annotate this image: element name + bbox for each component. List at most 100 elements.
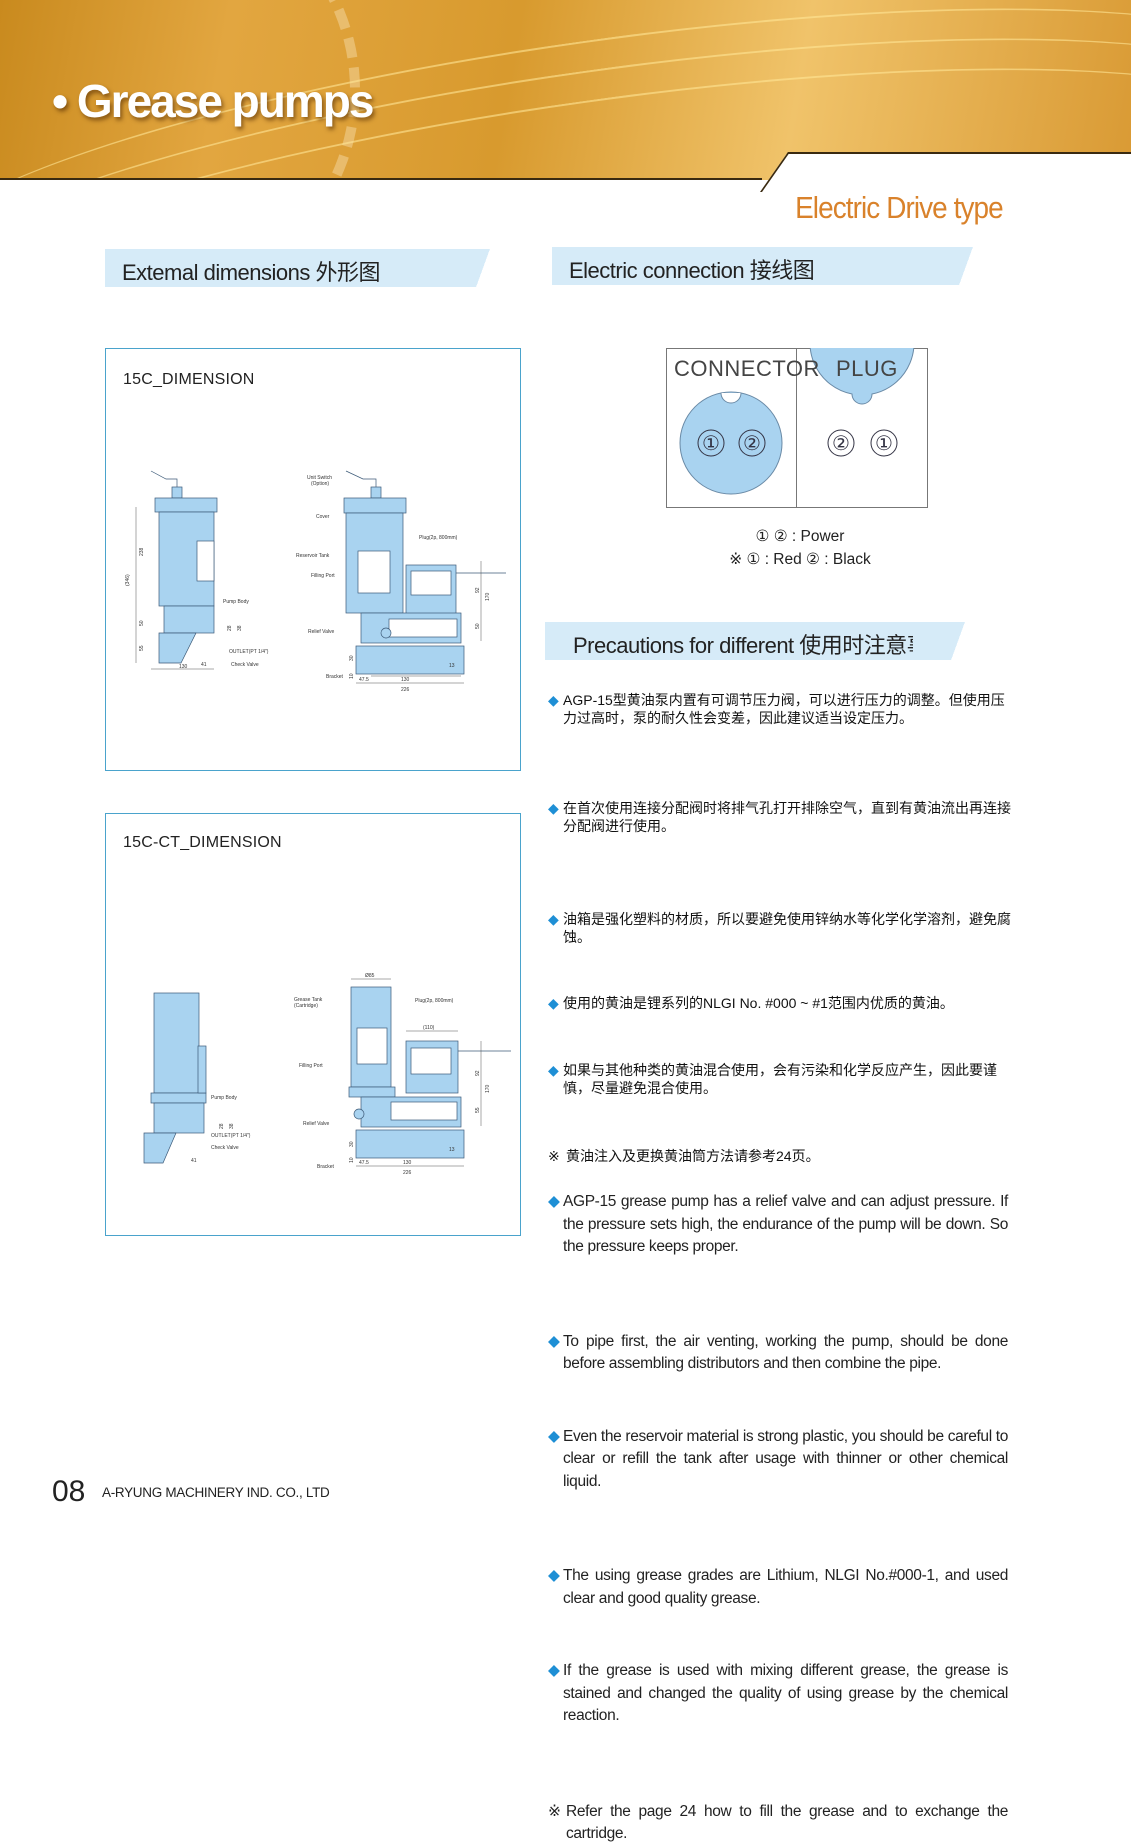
- callout-option: (Option): [311, 481, 329, 487]
- plug-face: [809, 348, 915, 405]
- section-connection: Electric connection 接线图: [552, 247, 1011, 285]
- callout-outlet: OUTLET(PT 1/4"): [229, 649, 269, 655]
- callout-filling-port: Filling Port: [299, 1063, 323, 1069]
- precaution-en-4: ◆The using grease grades are Lithium, NL…: [548, 1565, 1008, 1610]
- section-precautions: Precautions for different 使用时注意事项: [545, 622, 1003, 660]
- drawing-15c: 15C_DIMENSION: [105, 348, 521, 771]
- dim: 41: [201, 662, 207, 668]
- dim: 10: [349, 673, 355, 679]
- connector-divider: [796, 348, 797, 508]
- drawing-label: 15C-CT_DIMENSION: [123, 834, 282, 851]
- diamond-bullet-icon: ◆: [548, 1662, 560, 1679]
- note-mark-icon: ※: [548, 1148, 560, 1164]
- dim: 10: [349, 1157, 355, 1163]
- precaution-zh-2: ◆在首次使用连接分配阀时将排气孔打开排除空气，直到有黄油流出再连接分配阀进行使用…: [548, 799, 1018, 835]
- dim: 41: [191, 1158, 197, 1164]
- note-mark-icon: ※: [548, 1802, 561, 1820]
- dim: 28: [219, 1123, 225, 1129]
- precaution-text: 使用的黄油是锂系列的NLGI No. #000 ~ #1范围内优质的黄油。: [563, 995, 954, 1011]
- header-banner: [0, 0, 1131, 180]
- callout-reservoir-tank: Reservoir Tank: [296, 553, 330, 559]
- connection-legend-colors: ※ ① : Red ② : Black: [729, 551, 871, 568]
- diamond-bullet-icon: ◆: [548, 1427, 560, 1445]
- precaution-zh-3: ◆油箱是强化塑料的材质，所以要避免使用锌纳水等化学化学溶剂，避免腐蚀。: [548, 910, 1018, 946]
- callout-pump-body: Pump Body: [211, 1095, 237, 1101]
- dim: 13: [449, 1147, 455, 1153]
- page-number: 08: [52, 1475, 86, 1508]
- callout-check-valve: Check Valve: [231, 662, 259, 668]
- dim: 170: [485, 592, 491, 601]
- precaution-text: The using grease grades are Lithium, NLG…: [563, 1567, 1008, 1607]
- callout-bracket: Bracket: [317, 1164, 335, 1170]
- precaution-text: To pipe first, the air venting, working …: [563, 1332, 1008, 1373]
- note-text: Refer the page 24 how to fill the grease…: [566, 1802, 1008, 1843]
- callout-outlet: OUTLET(PT 1/4"): [211, 1133, 251, 1139]
- connection-legend-power: ① ② : Power: [755, 528, 845, 545]
- diamond-bullet-icon: ◆: [548, 1062, 559, 1078]
- section-connection-label: Electric connection 接线图: [569, 258, 815, 283]
- banner-notch: [760, 152, 1131, 192]
- dim: 47.5: [359, 677, 369, 683]
- callout-grease-tank: Grease Tank: [294, 997, 323, 1003]
- plug-pin-1: ①: [875, 433, 893, 455]
- note-zh: ※ 黄油注入及更换黄油筒方法请参考24页。: [548, 1147, 1018, 1165]
- dim: 38: [237, 625, 243, 631]
- connector-pin-2: ②: [743, 433, 761, 455]
- note-text: 黄油注入及更换黄油筒方法请参考24页。: [566, 1148, 820, 1164]
- dim: Ø85: [365, 973, 375, 979]
- dim: 47.5: [359, 1160, 369, 1166]
- diamond-bullet-icon: ◆: [548, 692, 559, 708]
- diamond-bullet-icon: ◆: [548, 1567, 560, 1584]
- connector-plug-faces: ① ② ② ①: [679, 348, 915, 495]
- dim: 28: [227, 625, 233, 631]
- dim: 50: [139, 620, 145, 626]
- diamond-bullet-icon: ◆: [548, 911, 559, 927]
- section-precautions-label: Precautions for different 使用时注意事项: [573, 633, 950, 658]
- dim: 30: [349, 655, 355, 661]
- precaution-en-5: ◆If the grease is used with mixing diffe…: [548, 1660, 1008, 1728]
- dim: 38: [229, 1123, 235, 1129]
- dim: 226: [403, 1170, 412, 1176]
- callout-relief-valve: Relief Valve: [303, 1121, 330, 1127]
- drawing-15c-ct: 15C-CT_DIMENSION Grease Tank (Cartridge): [105, 813, 521, 1236]
- page-title: • Grease pumps: [52, 75, 374, 127]
- dim: 30: [349, 1141, 355, 1147]
- precaution-text: AGP-15 grease pump has a relief valve an…: [563, 1193, 1008, 1255]
- connector-pin-1: ①: [702, 433, 720, 455]
- diamond-bullet-icon: ◆: [548, 1193, 560, 1210]
- pump-drawing-15c: Unit Switch (Option) Cover Reservoir Tan…: [125, 470, 506, 693]
- precaution-text: If the grease is used with mixing differ…: [563, 1662, 1008, 1724]
- callout-check-valve: Check Valve: [211, 1145, 239, 1151]
- callout-unit-switch: Unit Switch: [307, 475, 332, 481]
- drawing-label: 15C_DIMENSION: [123, 371, 255, 388]
- note-en: ※ Refer the page 24 how to fill the greas…: [548, 1801, 1008, 1846]
- dim: 130: [179, 664, 188, 670]
- connector-key: [720, 392, 742, 404]
- callout-cover: Cover: [316, 514, 330, 520]
- precaution-text: 油箱是强化塑料的材质，所以要避免使用锌纳水等化学化学溶剂，避免腐蚀。: [563, 911, 1011, 945]
- dim: 50: [475, 623, 481, 629]
- company-name: A-RYUNG MACHINERY IND. CO., LTD: [102, 1485, 330, 1500]
- dim: 226: [401, 687, 410, 693]
- dim: 170: [485, 1084, 491, 1093]
- precaution-zh-1: ◆AGP-15型黄油泵内置有可调节压力阀，可以进行压力的调整。但使用压力过高时，…: [548, 691, 1018, 727]
- callout-plug: Plug(2p, 800mm): [415, 998, 454, 1004]
- section-dimensions: Extemal dimensions 外形图: [105, 249, 528, 287]
- dim: 92: [475, 587, 481, 593]
- pump-drawing-15c-ct: Grease Tank (Cartridge) Filling Port Rel…: [143, 973, 511, 1176]
- precaution-text: AGP-15型黄油泵内置有可调节压力阀，可以进行压力的调整。但使用压力过高时，泵…: [563, 692, 1005, 726]
- diamond-bullet-icon: ◆: [548, 800, 559, 816]
- page-subtitle: Electric Drive type: [795, 190, 1004, 225]
- precaution-zh-4: ◆使用的黄油是锂系列的NLGI No. #000 ~ #1范围内优质的黄油。: [548, 994, 1018, 1012]
- connector-diagram: [666, 348, 928, 508]
- dim: 92: [475, 1070, 481, 1076]
- callout-plug: Plug(2p, 800mm): [419, 535, 458, 541]
- dim: 55: [475, 1107, 481, 1113]
- callout-pump-body: Pump Body: [223, 599, 249, 605]
- dim: 55: [139, 645, 145, 651]
- callout-bracket: Bracket: [326, 674, 344, 680]
- plug-pin-2: ②: [832, 433, 850, 455]
- precaution-text: 如果与其他种类的黄油混合使用，会有污染和化学反应产生，因此要谨慎，尽量避免混合使…: [563, 1062, 997, 1096]
- connector-face: [679, 391, 783, 495]
- callout-cartridge: (Cartridge): [294, 1003, 318, 1009]
